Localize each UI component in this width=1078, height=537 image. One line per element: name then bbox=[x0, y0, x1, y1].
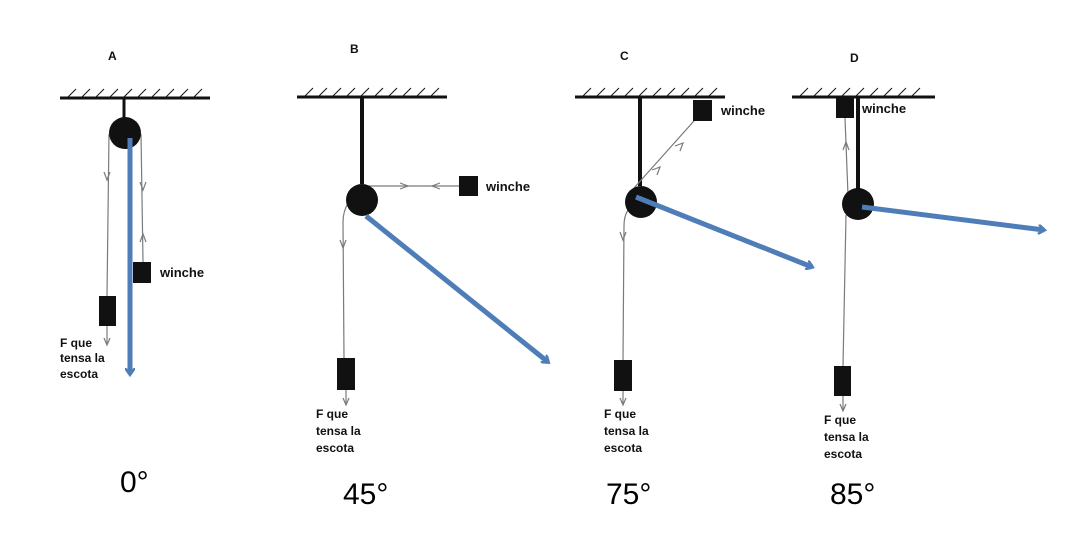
rope-d bbox=[839, 117, 850, 413]
resultant-arrow-b bbox=[364, 214, 548, 362]
resultant-arrow-c bbox=[635, 194, 812, 267]
pulley-b bbox=[346, 184, 378, 216]
angle-label-c: 75° bbox=[606, 478, 651, 511]
rope-c bbox=[619, 111, 703, 407]
panel-letter-c: C bbox=[620, 49, 629, 63]
resultant-arrow-d bbox=[861, 204, 1044, 230]
force-label-a: F que tensa la escota bbox=[60, 336, 108, 381]
ceiling-c bbox=[575, 87, 725, 99]
panel-letter-a: A bbox=[108, 49, 117, 63]
pulley-c bbox=[625, 186, 657, 218]
angle-label-a: 0° bbox=[120, 466, 149, 499]
panel-letter-b: B bbox=[350, 42, 359, 56]
force-label-b: F que tensa la escota bbox=[316, 407, 364, 455]
winch-label-d: winche bbox=[861, 101, 906, 116]
winch-label-c: winche bbox=[720, 103, 765, 118]
rope-b bbox=[339, 182, 460, 407]
panel-c: C winche F q bbox=[575, 49, 812, 511]
winch-block-d bbox=[836, 97, 854, 118]
panel-letter-d: D bbox=[850, 51, 859, 65]
ceiling-a bbox=[60, 88, 210, 100]
load-block-a bbox=[99, 296, 116, 326]
ceiling-b bbox=[297, 87, 447, 99]
force-label-d: F que tensa la escota bbox=[824, 413, 872, 461]
angle-label-d: 85° bbox=[830, 478, 875, 511]
load-block-d bbox=[834, 366, 851, 396]
panel-d: D winche F que tensa la esco bbox=[792, 51, 1044, 511]
pulley-a bbox=[109, 117, 141, 149]
ceiling-d bbox=[792, 87, 935, 99]
winch-block-c bbox=[693, 100, 712, 121]
winch-label-b: winche bbox=[485, 179, 530, 194]
angle-label-b: 45° bbox=[343, 478, 388, 511]
load-block-b bbox=[337, 358, 355, 390]
winch-block-a bbox=[133, 262, 151, 283]
force-label-c: F que tensa la escota bbox=[604, 407, 652, 455]
load-block-c bbox=[614, 360, 632, 391]
panel-a: A winche F que bbox=[60, 49, 210, 499]
rope-a bbox=[103, 133, 147, 347]
winch-block-b bbox=[459, 176, 478, 196]
pulley-d bbox=[842, 188, 874, 220]
panel-b: B winche F q bbox=[297, 42, 548, 511]
winch-label-a: winche bbox=[159, 265, 204, 280]
